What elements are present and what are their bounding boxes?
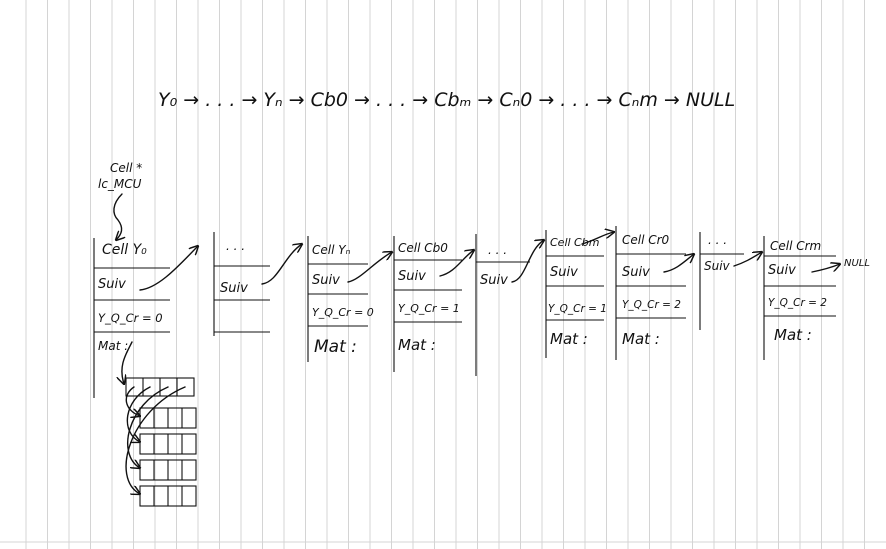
cell-mat: Mat : [314,337,357,357]
cell-yqc: Y_Q_Cr = 1 [548,303,607,315]
suiv-arrow-cr0 [663,254,694,273]
cell-yqc: Y_Q_Cr = 0 [98,311,163,325]
cell-y0: Cell Y₀ Suiv Y_Q_Cr = 0 Mat : [93,238,170,398]
cell-mat: Mat : [98,339,128,353]
pointer-type-label: Cell * [110,161,142,175]
cell-mat: Mat : [550,330,588,348]
suiv-arrow-crm [811,264,840,273]
cell-ellipsis-2: . . . Suiv [475,234,530,376]
cell-title: . . . [488,243,507,257]
cell-title: Cell Cr0 [622,233,670,247]
cell-mat: Mat : [398,336,436,354]
matrix-row-2 [139,433,197,455]
cell-yqc: Y_Q_Cr = 2 [768,297,827,309]
mat-pointer-arrow [122,341,133,384]
cell-yn: Cell Yₙ Suiv Y_Q_Cr = 0 Mat : [307,236,374,362]
cell-suiv: Suiv [312,273,340,288]
cell-suiv: Suiv [480,273,508,288]
suiv-arrow-ellipsis-2 [511,240,544,283]
matrix-row-1 [139,407,197,429]
matrix-block [125,377,197,507]
cell-title: Cell Y₀ [102,242,147,258]
cell-suiv: Suiv [398,269,426,284]
cell-suiv: Suiv [220,281,248,296]
null-label: NULL [844,258,870,269]
chain-expression: Y₀ → . . . → Yₙ → Cb0 → . . . → Cbₘ → Cₙ… [158,89,735,111]
cell-yqc: Y_Q_Cr = 2 [622,299,681,311]
matrix-row-3 [139,459,197,481]
cell-cb0: Cell Cb0 Suiv Y_Q_Cr = 1 Mat : [393,236,462,372]
cell-yqc: Y_Q_Cr = 1 [398,302,460,315]
cell-cbm: Cell Cbm Suiv Y_Q_Cr = 1 Mat : [545,230,607,358]
cell-suiv: Suiv [622,265,650,280]
cell-ellipsis-3: . . . Suiv [699,232,744,330]
cell-mat: Mat : [774,326,812,344]
cell-title: Cell Cbm [550,236,599,249]
pointer-name-label: lc_MCU [98,177,142,191]
cell-ellipsis-1: . . . Suiv [213,232,270,336]
cell-suiv: Suiv [550,265,578,280]
pointer-arrow [113,193,122,240]
cell-yqc: Y_Q_Cr = 0 [312,306,374,319]
cell-title: Cell Crm [770,239,821,253]
cell-suiv: Suiv [768,263,796,278]
cell-mat: Mat : [622,330,660,348]
cell-cr0: Cell Cr0 Suiv Y_Q_Cr = 2 Mat : [615,226,686,360]
suiv-arrow-yn [347,252,392,283]
cell-suiv: Suiv [704,259,731,273]
suiv-arrow-cb0 [439,250,474,277]
matrix-row-4 [139,485,197,507]
suiv-arrow-ellipsis-1 [261,244,302,285]
suiv-arrow-y0 [139,246,198,291]
cell-crm: Cell Crm Suiv Y_Q_Cr = 2 Mat : [763,236,836,360]
cell-title: . . . [708,233,727,247]
cell-title: Cell Yₙ [312,243,351,257]
cell-suiv: Suiv [98,277,126,292]
cell-title: . . . [226,239,245,253]
suiv-arrow-cbm [581,232,614,245]
cell-title: Cell Cb0 [398,241,448,255]
suiv-arrow-ellipsis-3 [733,252,762,267]
